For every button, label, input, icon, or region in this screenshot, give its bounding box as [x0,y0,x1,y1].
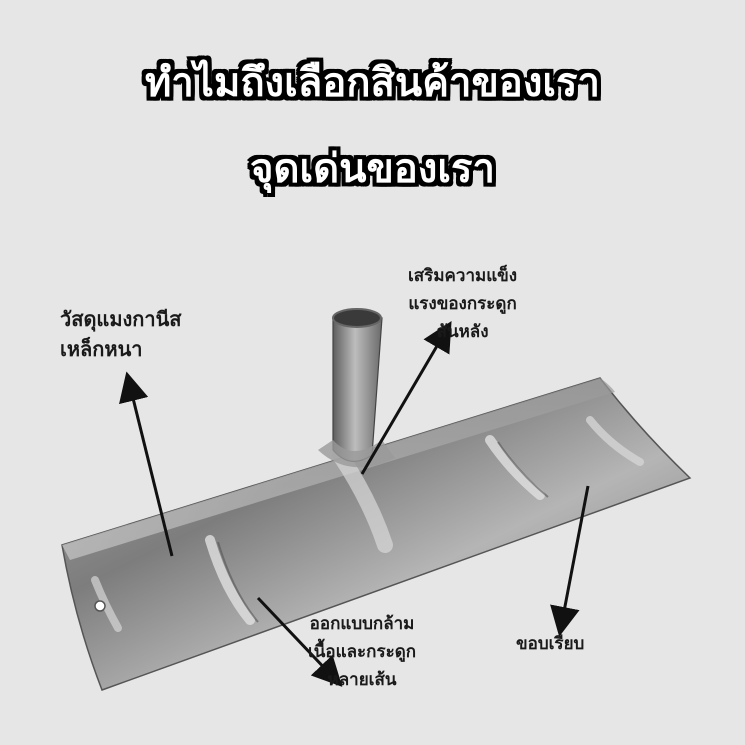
handle-socket-opening [332,308,382,328]
callout-ribs-line-1: ออกแบบกล้าม [309,614,415,634]
mount-hole [94,600,106,612]
blade-rib [205,535,255,625]
callout-ribs-line-3: หลายเส้น [327,670,397,690]
headline-line-1: ทำไมถึงเลือกสินค้าของเรา [145,60,600,106]
handle-socket [332,317,383,462]
arrow-edge [550,485,590,637]
socket-flare [318,440,395,468]
headline-line-2: จุดเด่นของเรา [250,146,495,192]
callout-material-line-2: เหล็กหนา [60,337,143,361]
callout-spine-line-2: แรงของกระดูก [408,294,517,314]
blade-rib [217,541,259,623]
callout-spine: เสริมความแข็ง แรงของกระดูก สันหลัง [408,262,517,346]
callout-material-line-1: วัสดุแมงกานีส [60,307,182,331]
blade-rib [497,441,549,498]
arrow-spine [360,321,452,475]
callout-material: วัสดุแมงกานีส เหล็กหนา [60,304,181,364]
blade-rib [91,576,122,632]
blade-top-edge [62,378,615,560]
callout-edge-line-1: ขอบเรียบ [516,634,585,654]
arrow-material [119,371,174,557]
blade-rib [485,435,545,500]
callout-spine-line-1: เสริมความแข็ง [408,266,518,286]
callout-ribs: ออกแบบกล้าม เนื้อและกระดูก หลายเส้น [308,610,416,694]
callout-spine-line-3: สันหลัง [436,322,489,342]
callout-ribs-line-2: เนื้อและกระดูก [308,642,417,662]
arrow-ribs [256,596,343,687]
blade-rib [586,416,644,466]
callout-edge: ขอบเรียบ [516,630,584,658]
